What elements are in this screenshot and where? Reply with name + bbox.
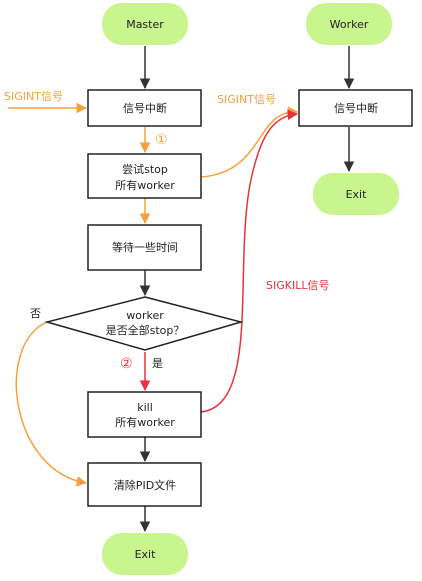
try-stop-box [87,153,202,199]
step-2-marker: ② [120,356,133,372]
decision-label-1: worker [126,309,164,322]
edge-trystop-to-worker [200,106,299,178]
sigint-input-label: SIGINT信号 [4,90,63,103]
worker-terminal [306,3,392,45]
master-exit-label: Exit [135,548,157,561]
cleanup-label: 清除PID文件 [114,478,176,492]
master-terminal [102,3,188,45]
kill-label-2: 所有worker [115,415,175,429]
master-interrupt-box [87,89,202,127]
master-label: Master [126,18,164,31]
decision-label-2: 是否全部stop？ [106,323,185,337]
try-stop-label-2: 所有worker [115,178,175,192]
wait-label: 等待一些时间 [112,240,178,254]
step-1-marker: ① [155,132,168,148]
edge-decision-no-to-cleanup [15,321,88,487]
cleanup-box [87,462,202,507]
try-stop-label-1: 尝试stop [122,163,168,176]
worker-exit-label: Exit [346,188,368,201]
no-branch-label: 否 [30,307,41,320]
wait-box [87,224,202,271]
master-exit-terminal [102,533,188,575]
worker-interrupt-label: 信号中断 [334,101,378,115]
decision-diamond [44,296,244,351]
worker-interrupt-box [298,89,413,127]
master-interrupt-label: 信号中断 [123,101,167,115]
kill-box [87,391,202,438]
edge-kill-to-worker [200,109,299,413]
worker-exit-terminal [313,173,399,215]
worker-label: Worker [330,18,369,31]
sigkill-label: SIGKILL信号 [266,279,329,292]
kill-label-1: kill [137,401,153,414]
sigint-worker-label: SIGINT信号 [217,93,276,106]
yes-branch-label: 是 [152,357,163,370]
